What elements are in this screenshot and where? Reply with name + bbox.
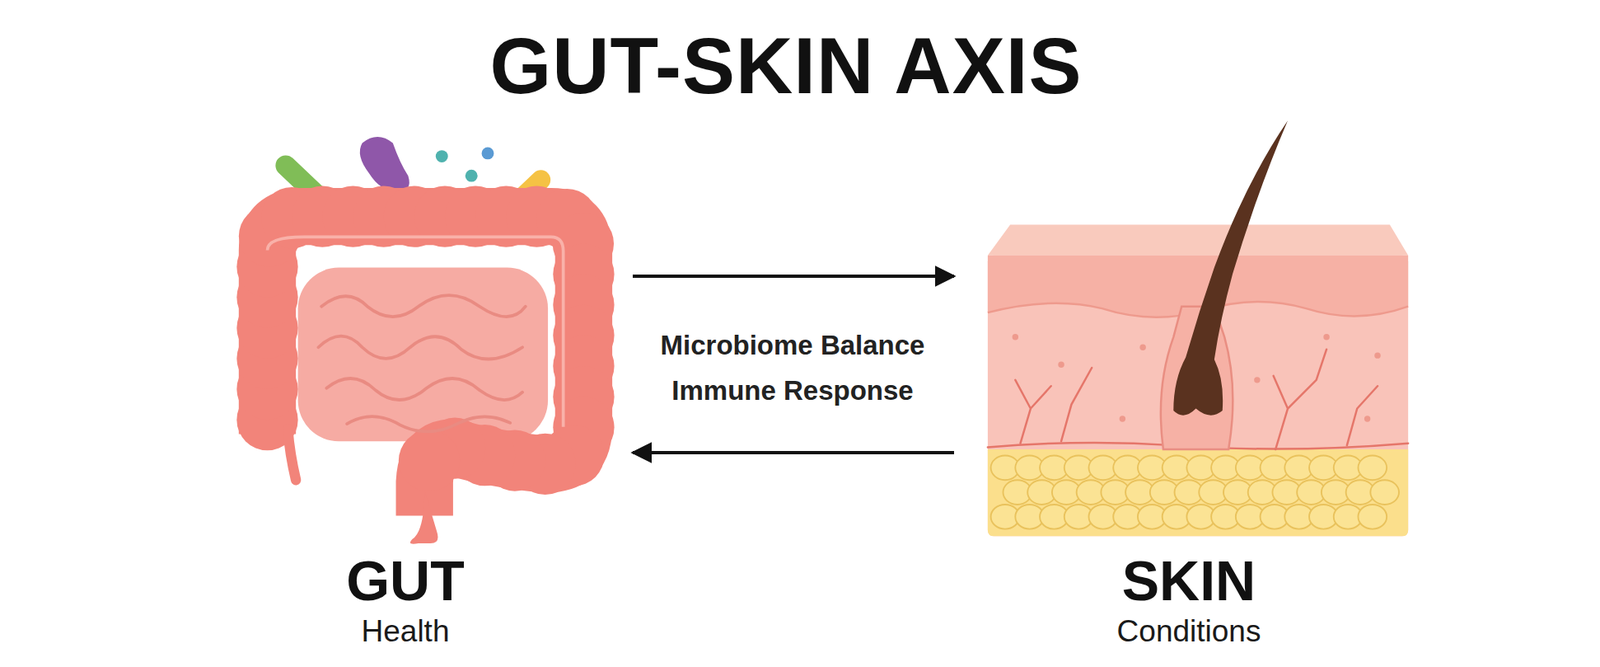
axis-arrow	[632, 274, 955, 278]
node-subtitle: Conditions	[1117, 612, 1262, 650]
skin-node: SKINConditions	[980, 115, 1398, 658]
node-heading: SKIN	[1122, 552, 1256, 609]
node-subtitle: Health	[361, 612, 450, 650]
axis-arrow	[632, 450, 955, 454]
node-heading: GUT	[346, 552, 465, 609]
axis-label: Immune Response	[669, 374, 916, 407]
gut-illustration	[236, 186, 614, 544]
diagram-title: GUT-SKIN AXIS	[490, 20, 1083, 112]
gut-node: GUTHealth	[224, 123, 587, 658]
skin-illustration	[987, 120, 1409, 536]
axis-label: Microbiome Balance	[658, 329, 928, 361]
